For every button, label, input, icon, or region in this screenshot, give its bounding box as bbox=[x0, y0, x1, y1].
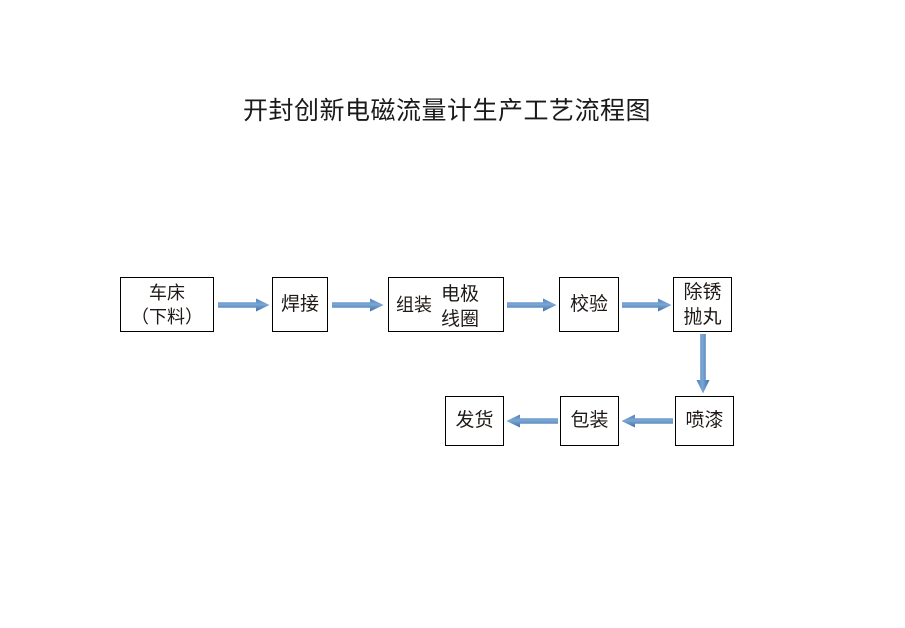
node-assembly[interactable]: 组装 电极 线圈 bbox=[388, 277, 504, 332]
node-assembly-detail-line2: 线圈 bbox=[441, 309, 480, 330]
arrow-assembly-to-calibration bbox=[507, 298, 557, 312]
page-title: 开封创新电磁流量计生产工艺流程图 bbox=[243, 98, 652, 125]
node-calibration-label: 校验 bbox=[569, 293, 608, 315]
node-assembly-label: 组装 bbox=[396, 294, 432, 315]
arrow-derust-to-painting bbox=[696, 334, 710, 394]
arrow-welding-to-assembly bbox=[332, 298, 384, 312]
node-derust-shotblast[interactable]: 除锈 抛丸 bbox=[673, 277, 732, 332]
node-welding-label: 焊接 bbox=[280, 293, 319, 315]
node-painting[interactable]: 喷漆 bbox=[675, 396, 734, 446]
arrow-packaging-to-shipping bbox=[507, 414, 558, 428]
node-welding[interactable]: 焊接 bbox=[272, 277, 328, 332]
node-calibration[interactable]: 校验 bbox=[559, 277, 619, 332]
node-lathe[interactable]: 车床 （下料） bbox=[120, 277, 214, 332]
node-assembly-detail: 电极 线圈 bbox=[441, 282, 479, 332]
arrow-calibration-to-derust bbox=[622, 298, 672, 312]
node-lathe-line1: 车床 bbox=[149, 282, 185, 303]
node-derust-line1: 除锈 bbox=[683, 281, 722, 303]
node-painting-label: 喷漆 bbox=[685, 410, 724, 431]
node-assembly-detail-line1: 电极 bbox=[441, 284, 480, 305]
node-shipping-label: 发货 bbox=[455, 410, 494, 431]
node-lathe-line2: （下料） bbox=[131, 306, 203, 327]
arrow-painting-to-packaging bbox=[622, 414, 673, 428]
arrow-lathe-to-welding bbox=[218, 298, 270, 312]
node-packaging-label: 包装 bbox=[570, 410, 609, 431]
node-derust-line2: 抛丸 bbox=[683, 306, 722, 328]
node-shipping[interactable]: 发货 bbox=[445, 396, 504, 446]
node-packaging[interactable]: 包装 bbox=[560, 396, 619, 446]
